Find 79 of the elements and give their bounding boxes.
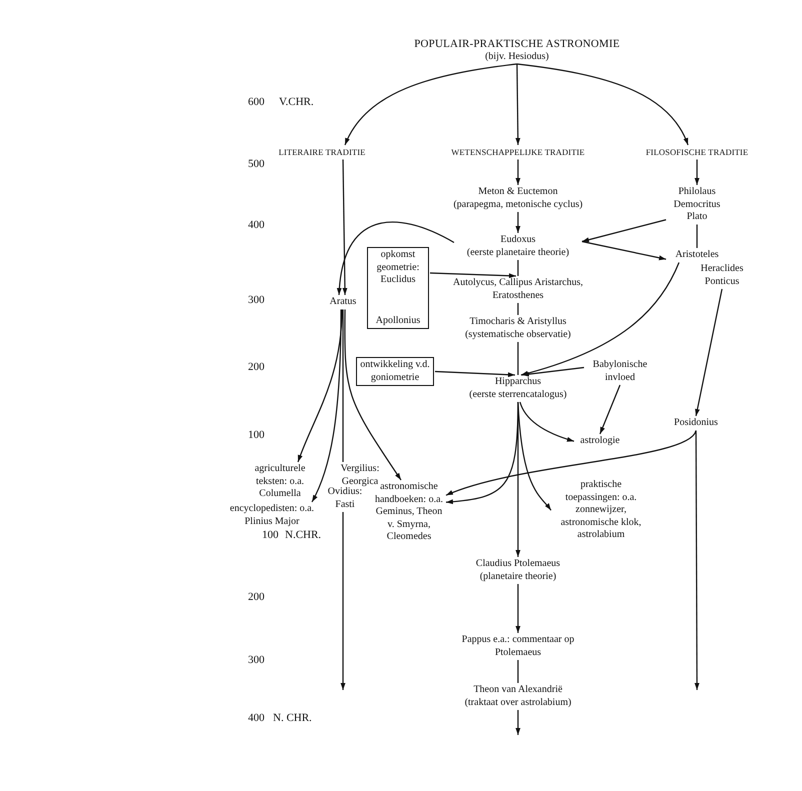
timeline-year-label: 100 [248,429,264,441]
node-label: Aristoteles [667,249,727,262]
node-label: Autolycus, Callipus Aristarchus, Eratosthenes [453,277,583,302]
node-label: agriculturele teksten: o.a. Columella [247,463,313,500]
connector-line [517,303,519,315]
connector-line [696,224,698,248]
arrow [344,310,402,480]
node-label: Timocharis & Aristyllus [468,316,568,328]
arrow [434,370,516,378]
connector-line [517,260,519,276]
node-subtitle: (planetaire theorie) [478,570,558,583]
timeline-year-label: 200 [248,591,264,603]
connector-line [517,342,519,375]
connector-line [342,310,344,462]
timeline-year-label: 500 [248,158,264,170]
arrow [516,710,520,735]
arrow [695,288,723,416]
concept-box [367,247,429,329]
timeline-year-label: V.CHR. [279,96,314,108]
node-label: Heraclides Ponticus [694,263,750,288]
arrow [342,160,348,295]
node-subtitle: (traktaat over astrolabium) [464,696,572,709]
node-subtitle: (eerste sterrencatalogus) [468,388,568,401]
arrow [515,64,520,145]
timeline-year-label: 300 [248,294,264,306]
arrow [344,63,518,146]
arrow [520,262,680,376]
arrow [516,212,520,233]
arrow [522,366,584,377]
node-label: ontwikkeling v.d. goniometrie [359,359,431,384]
timeline-year-label: 300 [248,654,264,666]
node-subtitle: Apollonius [374,314,422,327]
arrow [599,384,621,434]
arrow [297,309,343,462]
node-label: Posidonius [668,417,724,430]
timeline-year-label: 400 [248,219,264,231]
arrow [694,160,700,185]
tradition-heading: POPULAIR-PRAKTISCHE ASTRONOMIE [413,38,621,50]
tradition-heading: FILOSOFISCHE TRADITIE [642,146,752,158]
node-label: Theon van Alexandrië [472,684,564,696]
tradition-heading: WETENSCHAPPELIJKE TRADITIE [448,146,588,158]
node-label: Philolaus Democritus Plato [667,186,727,224]
arrow [340,512,346,690]
arrow [430,272,516,278]
arrow [582,240,666,260]
arrow [517,402,552,511]
node-label: Claudius Ptolemaeus [474,558,562,570]
arrow [446,430,696,496]
timeline-year-label: 100 [262,529,278,541]
timeline-year-label: N.CHR. [285,529,322,541]
arrow [694,430,700,690]
node-label: Meton & Euctemon [477,186,559,198]
node-label: opkomst geometrie: Euclidus [376,249,420,286]
arrow [337,222,454,296]
node-label: Hipparchus [494,376,542,388]
arrow [582,219,666,242]
node-label: Aratus [326,296,360,308]
tradition-heading: LITERAIRE TRADITIE [267,146,377,158]
timeline-year-label: 200 [248,361,264,373]
node-label: astrologie [575,435,625,448]
arrow [516,584,520,633]
node-subtitle: (eerste planetaire theorie) [466,246,570,259]
node-label: Babylonische invloed [585,359,655,384]
timeline-year-label: 600 [248,96,264,108]
arrow [311,310,342,502]
node-label: Ovidius: Fasti [325,486,365,511]
node-subtitle: (systematische observatie) [464,328,572,341]
timeline-year-label: N. CHR. [273,712,312,724]
timeline-year-label: 400 [248,712,264,724]
arrow [519,402,574,442]
node-label: encyclopedisten: o.a. Plinius Major [227,503,317,528]
node-label: praktische toepassingen: o.a. zonnewijzer, astronomische klok, astrolabium [552,479,650,542]
node-subtitle: (parapegma, metonische cyclus) [452,198,584,211]
arrow [516,160,520,185]
node-label: Eudoxus [500,234,536,246]
arrow [516,63,689,146]
connector-line [517,660,519,683]
node-subtitle: (bijv. Hesiodus) [484,50,550,63]
node-label: Pappus e.a.: commentaar op Ptolemaeus [453,634,583,659]
